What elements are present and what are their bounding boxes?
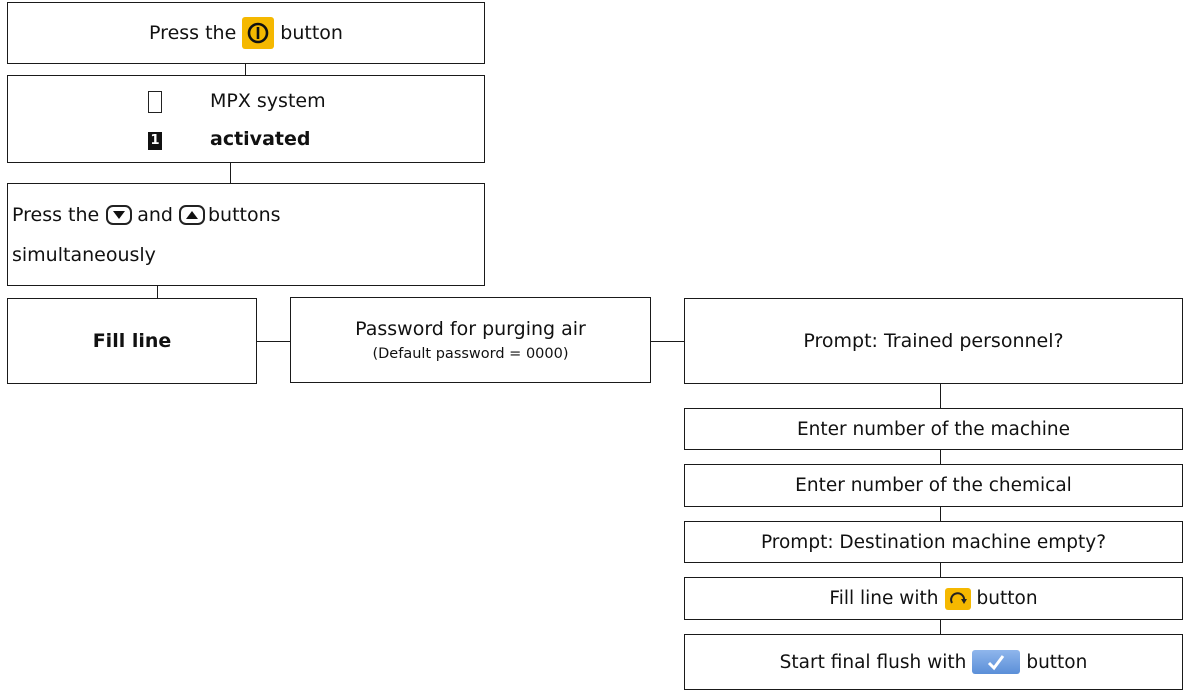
checkmark-icon [972,650,1021,674]
prompt-destination-label: Prompt: Destination machine empty? [760,531,1107,553]
step-press-power-after: button [280,22,343,44]
connector [940,384,941,408]
step-press-power-before: Press the [149,22,237,44]
fill-with-after: button [976,588,1038,609]
connector [157,286,158,298]
step-start-flush: Start final flush with button [684,634,1183,690]
connector [940,450,941,464]
enter-chemical-label: Enter number of the chemical [795,475,1072,496]
fill-with-before: Fill line with [829,588,939,609]
default-password-label: (Default password = 0000) [372,346,569,362]
connector [940,563,941,577]
step-enter-machine: Enter number of the machine [684,408,1183,450]
step-prompt-destination: Prompt: Destination machine empty? [684,521,1183,563]
step-fill-with: Fill line with button [684,577,1183,620]
step-press-arrows: Press the and buttons simultaneously [7,183,485,286]
start-flush-before: Start final flush with [779,651,967,673]
step-press-arrows-line2: simultaneously [12,244,156,266]
password-label: Password for purging air [355,318,586,340]
mpx-activated-label: activated [210,128,311,150]
up-arrow-icon [178,205,205,225]
step-fill-line: Fill line [7,298,257,384]
connector [230,163,231,183]
connector [257,341,290,342]
step-press-arrows-middle: and [137,204,173,226]
step-press-arrows-after: buttons [207,204,281,226]
lcd-empty-segment-icon [148,91,162,113]
connector [651,341,684,342]
start-flush-after: button [1026,651,1088,673]
down-arrow-icon [106,205,133,225]
prompt-trained-label: Prompt: Trained personnel? [803,330,1064,352]
step-mpx-activated: MPX system 1 activated [7,75,485,163]
step-password: Password for purging air (Default passwo… [290,297,651,383]
mpx-system-label: MPX system [210,90,326,112]
step-enter-chemical: Enter number of the chemical [684,464,1183,507]
step-press-arrows-before: Press the [12,204,100,226]
enter-machine-label: Enter number of the machine [796,418,1071,440]
fill-line-label: Fill line [92,330,172,352]
power-icon [242,17,275,49]
step-press-power: Press the button [7,2,485,64]
step-prompt-trained: Prompt: Trained personnel? [684,298,1183,384]
lcd-digit-icon: 1 [148,132,162,150]
connector [940,507,941,521]
connector [940,620,941,634]
connector [245,64,246,75]
rotate-icon [944,587,971,610]
